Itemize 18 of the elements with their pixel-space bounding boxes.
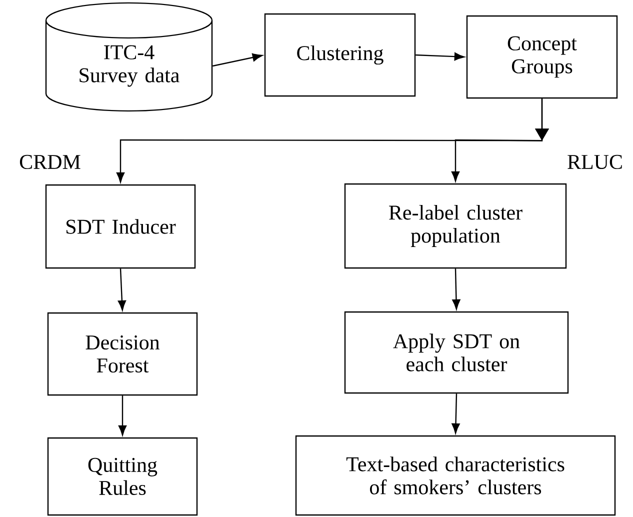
branch-label: CRDM [20,154,80,170]
process-box: Re-label cluster population [344,183,567,269]
process-box: Clustering [264,13,416,97]
arrow [452,394,460,434]
arrow [212,53,263,67]
branch-label: RLUC [568,154,622,170]
process-box: Concept Groups [466,15,618,99]
arrow [118,396,127,436]
process-box: Apply SDT on each cluster [344,311,569,394]
process-box: SDT Inducer [45,184,196,269]
process-box: Text-based characteristics of smokers’ clusters [295,435,616,516]
arrow [118,268,126,311]
arrow [452,268,460,310]
arrow [451,98,549,182]
process-box: Quitting Rules [47,437,198,516]
process-box: Decision Forest [47,312,198,396]
database-cylinder: ITC-4 Survey data [45,2,213,112]
arrow [416,52,465,61]
